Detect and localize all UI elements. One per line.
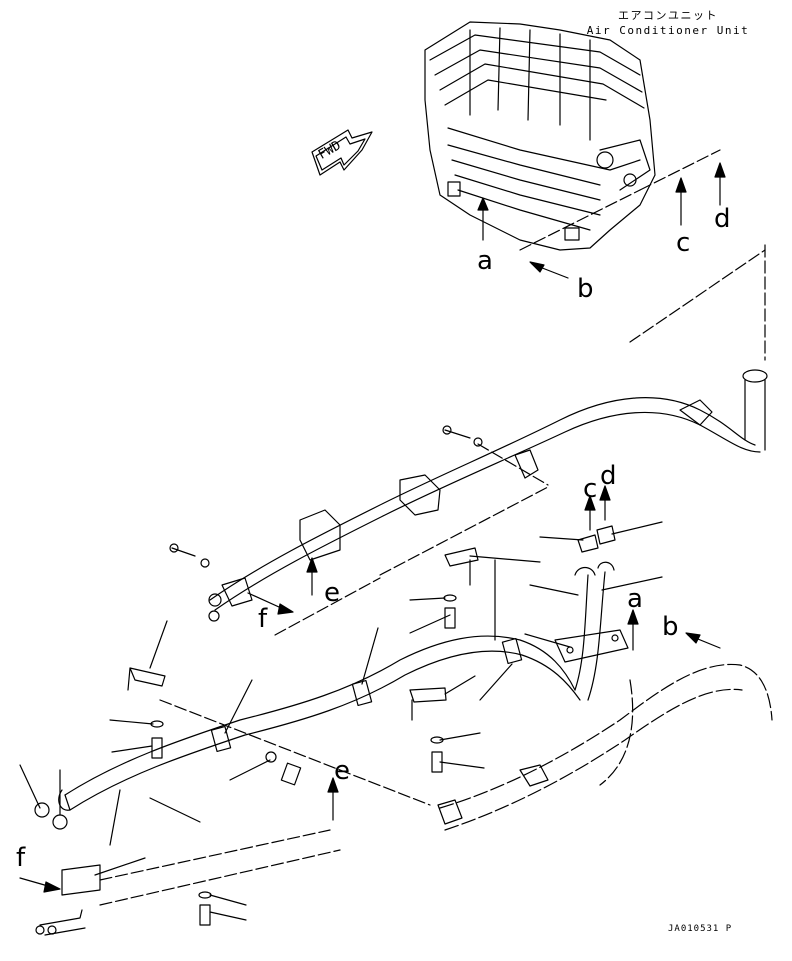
unit-title: エアコンユニット Air Conditioner Unit [578,8,758,38]
label-c-top: c [676,228,691,258]
label-e-left: e [324,578,340,608]
label-a-top: a [477,246,493,276]
label-f-bottom: f [16,843,26,873]
reference-lines-mid [274,443,549,636]
arrow-a-top [477,197,489,241]
arrow-e-lower [327,777,339,821]
arrow-b-mid [685,632,721,649]
reference-lines-bottom [99,699,431,906]
arrow-f-upper [247,592,294,615]
arrow-e-upper [306,557,318,596]
drawing-code: JA010531 P [668,924,733,934]
air-conditioner-unit [424,21,656,251]
lower-pipe [58,561,629,811]
bracket-1 [127,667,166,691]
arrow-c-mid [584,495,596,531]
label-d-top: d [714,204,731,234]
unit-title-en: Air Conditioner Unit [586,24,750,37]
fwd-arrow-icon [311,129,373,176]
bracket-2 [444,547,479,586]
unit-title-jp: エアコンユニット [618,9,718,22]
label-e-bottom: e [334,756,350,786]
arrow-c-top [675,177,687,226]
leader-lines [19,521,663,921]
arrow-d-mid [599,485,611,521]
label-f-left: f [258,604,268,634]
lower-right-hose [439,663,773,831]
arrow-f-lower [19,877,61,893]
label-b-top: b [577,274,594,304]
bolt-upper-2 [169,543,210,568]
label-c-mid: c [583,474,598,504]
bracket-4 [35,864,101,936]
label-d-mid: d [600,461,617,491]
arrow-d-top [714,162,726,206]
washer-nut-set [34,525,616,926]
label-b-mid: b [662,612,679,642]
bracket-3 [409,687,447,721]
label-a-mid: a [627,584,643,614]
upper-hose [208,369,768,622]
lower-right-hose-fittings [437,764,549,825]
arrow-a-mid [627,609,639,651]
arrow-b-top [529,261,569,279]
reference-lines-top [519,149,766,361]
bolt-upper-1 [442,425,483,447]
